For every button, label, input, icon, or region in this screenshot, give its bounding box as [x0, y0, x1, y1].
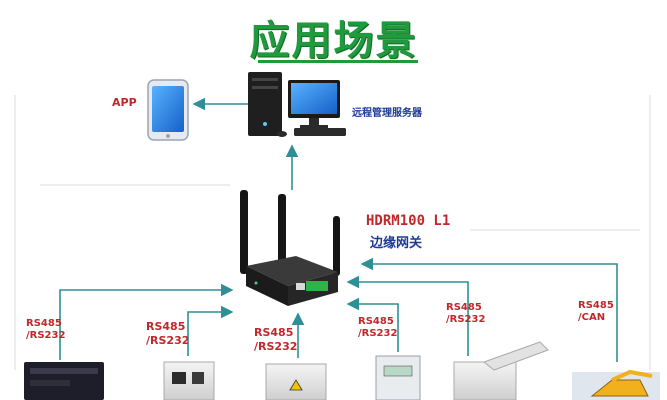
edge-gateway-router-icon — [240, 190, 340, 306]
arrow-plc — [59, 283, 234, 360]
arrow-sensor — [346, 275, 469, 356]
gateway-model-label: HDRM100 L1 — [366, 213, 451, 229]
server-label: 远程管理服务器 — [352, 108, 422, 119]
page-title: 应用场景 — [249, 18, 418, 64]
background-lines — [14, 95, 651, 370]
gateway-name-label: 边缘网关 — [370, 236, 423, 251]
title-underline — [258, 60, 418, 63]
port-label-distribution-box: RS485/RS232 — [254, 326, 298, 353]
app-label: APP — [112, 96, 137, 109]
sensor-device-icon — [453, 341, 549, 400]
distribution-box-icon — [265, 363, 327, 400]
arrow-excavator — [360, 257, 618, 362]
excavator-icon — [572, 369, 660, 400]
plc-device-icon — [24, 362, 104, 400]
connection-arrows — [59, 97, 618, 362]
server-computer-icon — [248, 72, 346, 137]
phone-icon — [147, 79, 189, 141]
arrow-meter — [346, 297, 399, 352]
port-label-excavator: RS485/CAN — [578, 300, 614, 323]
port-label-meter: RS485/RS232 — [358, 316, 398, 339]
arrow-inverter — [187, 305, 234, 356]
electric-meter-icon — [375, 355, 421, 400]
port-label-sensor: RS485/RS232 — [446, 302, 486, 325]
port-label-inverter: RS485/RS232 — [146, 320, 190, 347]
inverter-device-icon — [163, 361, 215, 400]
port-label-plc: RS485/RS232 — [26, 318, 66, 341]
